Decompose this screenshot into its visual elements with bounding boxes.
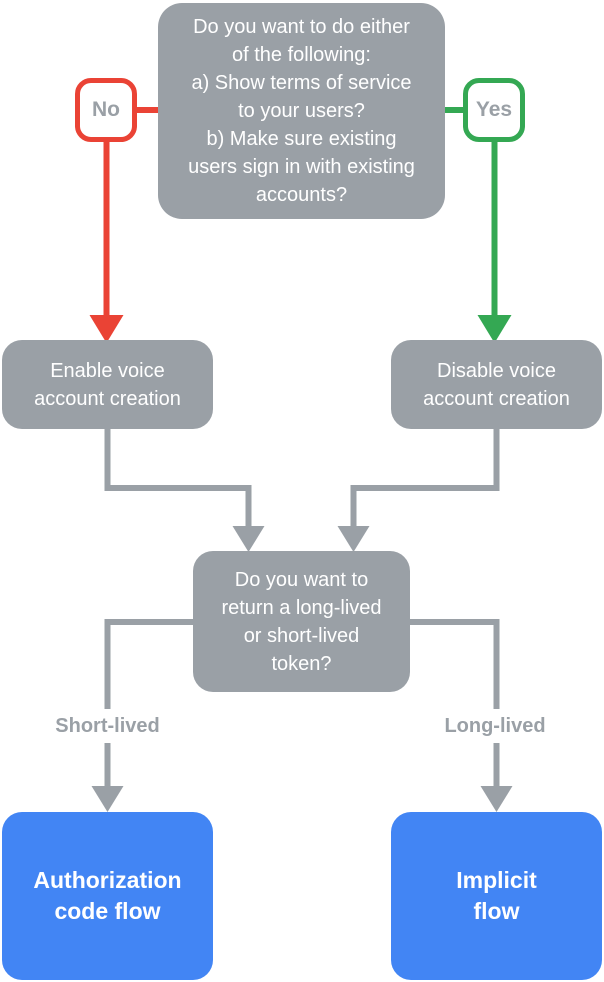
edge-label-long-lived: Long-lived bbox=[410, 709, 580, 743]
arrowhead-token-to-auth bbox=[91, 786, 124, 812]
edge-label-short-lived: Short-lived bbox=[22, 709, 193, 743]
edge-token-to-implicit bbox=[409, 619, 500, 788]
edge-token-to-auth bbox=[104, 619, 194, 788]
arrowhead-enable-to-token bbox=[232, 526, 265, 552]
node-enable-voice-account-creation: Enable voice account creation bbox=[2, 340, 213, 429]
arrowhead-token-to-implicit bbox=[480, 786, 513, 812]
arrowhead-yes-to-disable bbox=[477, 315, 512, 343]
question-node-terms-of-service: Do you want to do either of the followin… bbox=[158, 3, 445, 219]
result-node-implicit-flow: Implicit flow bbox=[391, 812, 602, 980]
result-node-authorization-code-flow: Authorization code flow bbox=[2, 812, 213, 980]
arrowhead-no-to-enable bbox=[89, 315, 124, 343]
question-node-token-lifetime: Do you want to return a long-lived or sh… bbox=[193, 551, 410, 692]
branch-badge-no: No bbox=[75, 78, 137, 142]
branch-badge-yes: Yes bbox=[463, 78, 525, 142]
node-disable-voice-account-creation: Disable voice account creation bbox=[391, 340, 602, 429]
edge-disable-to-token bbox=[350, 428, 500, 528]
arrowhead-disable-to-token bbox=[337, 526, 370, 552]
edge-enable-to-token bbox=[104, 428, 252, 528]
